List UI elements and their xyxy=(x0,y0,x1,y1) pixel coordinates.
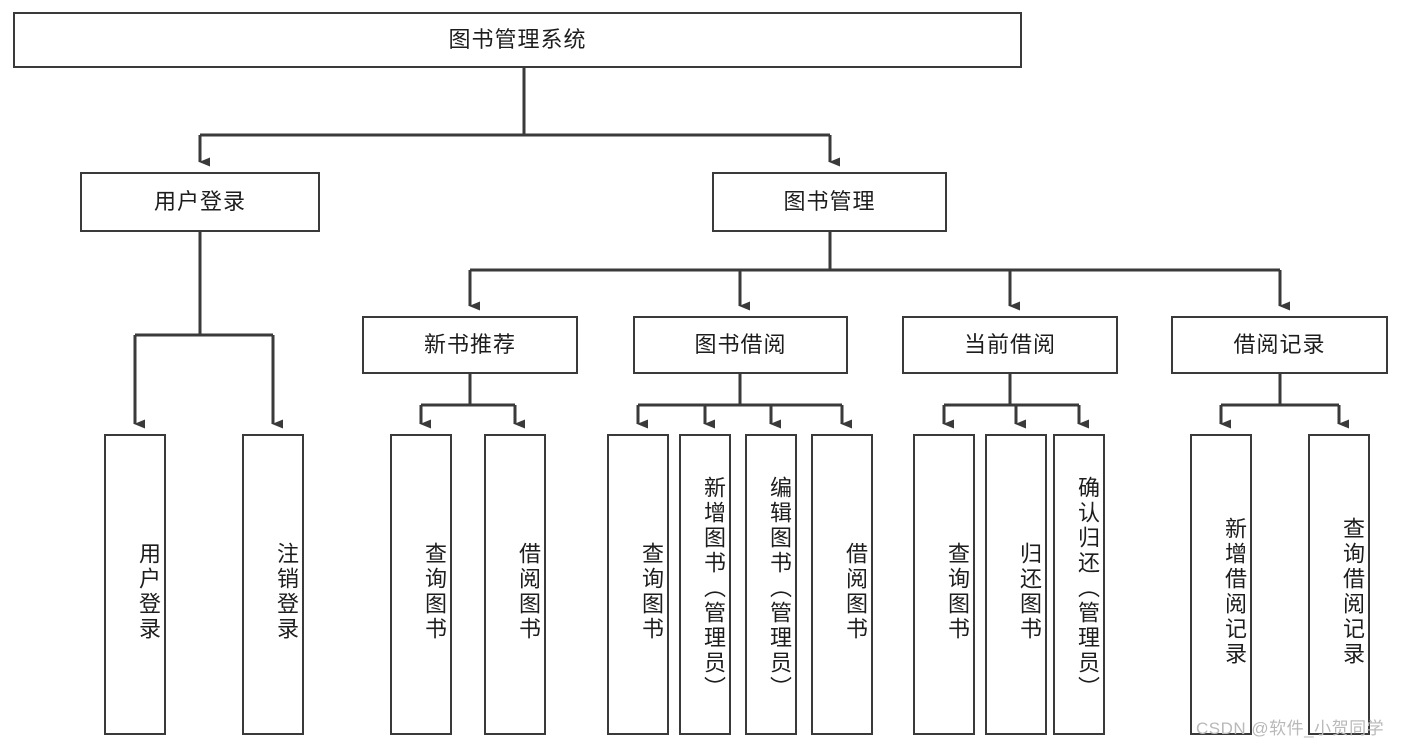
node-book-borrow[interactable]: 图书借阅 xyxy=(633,316,848,374)
node-label: 确认归还（管理员） xyxy=(1075,476,1100,701)
node-label: 查询图书 xyxy=(639,541,664,642)
node-leaf-user-login[interactable]: 用户登录 xyxy=(104,434,166,735)
node-label: 图书管理 xyxy=(783,188,876,214)
watermark-text: CSDN @软件_小贺同学 xyxy=(1196,719,1385,738)
node-leaf-query-book-borrow[interactable]: 查询图书 xyxy=(607,434,669,735)
node-label: 当前借阅 xyxy=(963,331,1056,357)
node-label: 新书推荐 xyxy=(423,331,516,357)
node-leaf-add-book[interactable]: 新增图书（管理员） xyxy=(679,434,731,735)
node-current-borrow[interactable]: 当前借阅 xyxy=(902,316,1118,374)
node-leaf-add-borrow-record[interactable]: 新增借阅记录 xyxy=(1190,434,1252,735)
node-label: 借阅图书 xyxy=(516,541,541,642)
node-label: 借阅记录 xyxy=(1233,331,1326,357)
node-leaf-query-book-current[interactable]: 查询图书 xyxy=(913,434,975,735)
node-label: 编辑图书（管理员） xyxy=(767,476,792,701)
node-label: 图书管理系统 xyxy=(448,26,587,52)
node-leaf-query-book-recommend[interactable]: 查询图书 xyxy=(390,434,452,735)
node-label: 注销登录 xyxy=(274,541,299,642)
node-label: 用户登录 xyxy=(136,541,161,642)
node-borrow-record[interactable]: 借阅记录 xyxy=(1171,316,1388,374)
node-label: 归还图书 xyxy=(1017,541,1042,642)
node-leaf-edit-book[interactable]: 编辑图书（管理员） xyxy=(745,434,797,735)
node-root-system[interactable]: 图书管理系统 xyxy=(13,12,1022,68)
node-label: 图书借阅 xyxy=(694,331,787,357)
node-leaf-logout[interactable]: 注销登录 xyxy=(242,434,304,735)
node-label: 查询借阅记录 xyxy=(1340,516,1365,667)
node-leaf-query-borrow-record[interactable]: 查询借阅记录 xyxy=(1308,434,1370,735)
node-label: 查询图书 xyxy=(945,541,970,642)
node-leaf-return-book[interactable]: 归还图书 xyxy=(985,434,1047,735)
node-label: 用户登录 xyxy=(153,188,246,214)
node-leaf-borrow-book-recommend[interactable]: 借阅图书 xyxy=(484,434,546,735)
node-label: 借阅图书 xyxy=(843,541,868,642)
node-new-book-recommend[interactable]: 新书推荐 xyxy=(362,316,578,374)
node-leaf-confirm-return[interactable]: 确认归还（管理员） xyxy=(1053,434,1105,735)
node-book-management[interactable]: 图书管理 xyxy=(712,172,947,232)
node-label: 新增借阅记录 xyxy=(1222,516,1247,667)
node-user-login[interactable]: 用户登录 xyxy=(80,172,320,232)
node-leaf-borrow-book[interactable]: 借阅图书 xyxy=(811,434,873,735)
node-label: 新增图书（管理员） xyxy=(701,476,726,701)
node-label: 查询图书 xyxy=(422,541,447,642)
